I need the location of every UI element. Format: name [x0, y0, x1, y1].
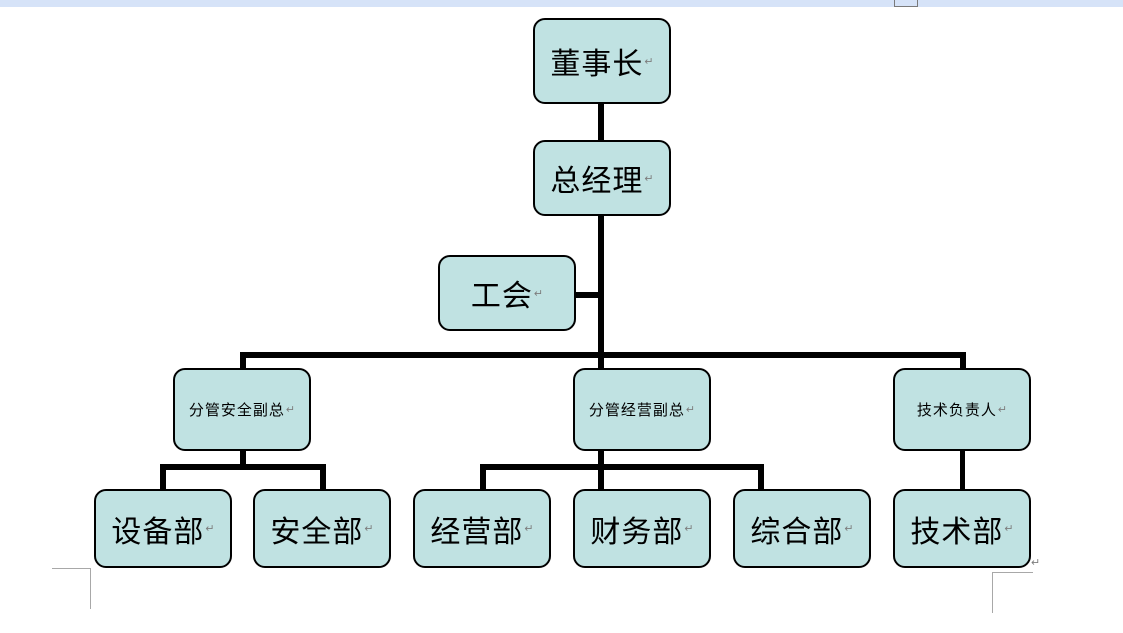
org-node-technical-director[interactable]: 技术负责人↵ [893, 368, 1031, 451]
paragraph-mark: ↵ [364, 523, 374, 535]
org-node-operations-dept-label: 经营部 [430, 515, 524, 549]
connector-drop-vp-safety [240, 352, 246, 374]
connector-drop-vp-operations [598, 352, 604, 374]
paragraph-mark: ↵ [533, 287, 544, 300]
connector-chairman-to-general-manager [598, 103, 604, 141]
org-node-safety-dept-label: 安全部 [270, 515, 364, 549]
connector-vp-operations-stem [598, 450, 604, 468]
page-margin-mark-bottom-left [52, 568, 91, 609]
trailing-paragraph-mark: ↵ [1031, 557, 1041, 569]
org-node-labor-union[interactable]: 工会↵ [438, 255, 576, 331]
connector-drop-operations-dept [480, 464, 486, 490]
org-node-technical-director-label: 技术负责人 [916, 403, 997, 419]
paragraph-mark: ↵ [285, 404, 296, 416]
paragraph-mark: ↵ [844, 523, 854, 535]
org-node-finance-dept[interactable]: 财务部↵ [573, 489, 711, 568]
org-node-vp-operations-label: 分管经营副总 [588, 403, 685, 419]
org-node-technical-dept-label: 技术部 [910, 515, 1004, 549]
org-node-vp-operations[interactable]: 分管经营副总↵ [573, 368, 711, 451]
paragraph-mark: ↵ [685, 404, 696, 416]
connector-labor-union-stub [574, 292, 600, 298]
org-node-safety-dept[interactable]: 安全部↵ [253, 489, 391, 568]
org-node-finance-dept-label: 财务部 [590, 515, 684, 549]
org-node-general-affairs-dept[interactable]: 综合部↵ [733, 489, 871, 568]
paragraph-mark: ↵ [684, 523, 694, 535]
connector-bus-vp-safety [160, 464, 326, 470]
paragraph-mark: ↵ [997, 404, 1008, 416]
org-node-general-manager[interactable]: 总经理↵ [533, 140, 671, 216]
connector-bus-vp-operations [480, 464, 764, 470]
org-node-operations-dept[interactable]: 经营部↵ [413, 489, 551, 568]
org-node-equipment-dept[interactable]: 设备部↵ [94, 489, 232, 568]
connector-drop-equipment-dept [160, 464, 166, 490]
org-node-vp-safety[interactable]: 分管安全副总↵ [173, 368, 311, 451]
page-margin-mark-bottom-right [992, 572, 1033, 613]
org-node-general-affairs-dept-label: 综合部 [750, 515, 844, 549]
org-node-equipment-dept-label: 设备部 [111, 515, 205, 549]
paragraph-mark: ↵ [644, 172, 654, 185]
org-node-chairman[interactable]: 董事长↵ [533, 18, 671, 104]
paragraph-mark: ↵ [205, 523, 215, 535]
document-top-band [0, 0, 1123, 7]
connector-vp-safety-stem [240, 450, 246, 468]
connector-technical-director-to-technical-dept [960, 450, 965, 490]
connector-drop-technical-director [960, 352, 966, 374]
paragraph-mark: ↵ [524, 523, 534, 535]
org-node-general-manager-label: 总经理 [550, 165, 644, 198]
connector-drop-general-affairs-dept [758, 464, 764, 490]
paragraph-mark: ↵ [644, 55, 654, 68]
connector-drop-safety-dept [320, 464, 326, 490]
page-margin-mark-top-right [894, 0, 918, 7]
org-node-chairman-label: 董事长 [550, 48, 644, 81]
connector-general-manager-trunk [598, 215, 604, 355]
org-node-technical-dept[interactable]: 技术部↵ [893, 489, 1031, 568]
paragraph-mark: ↵ [1004, 523, 1014, 535]
connector-drop-finance-dept [598, 464, 604, 490]
org-node-vp-safety-label: 分管安全副总 [188, 403, 285, 419]
org-node-labor-union-label: 工会 [470, 280, 533, 313]
